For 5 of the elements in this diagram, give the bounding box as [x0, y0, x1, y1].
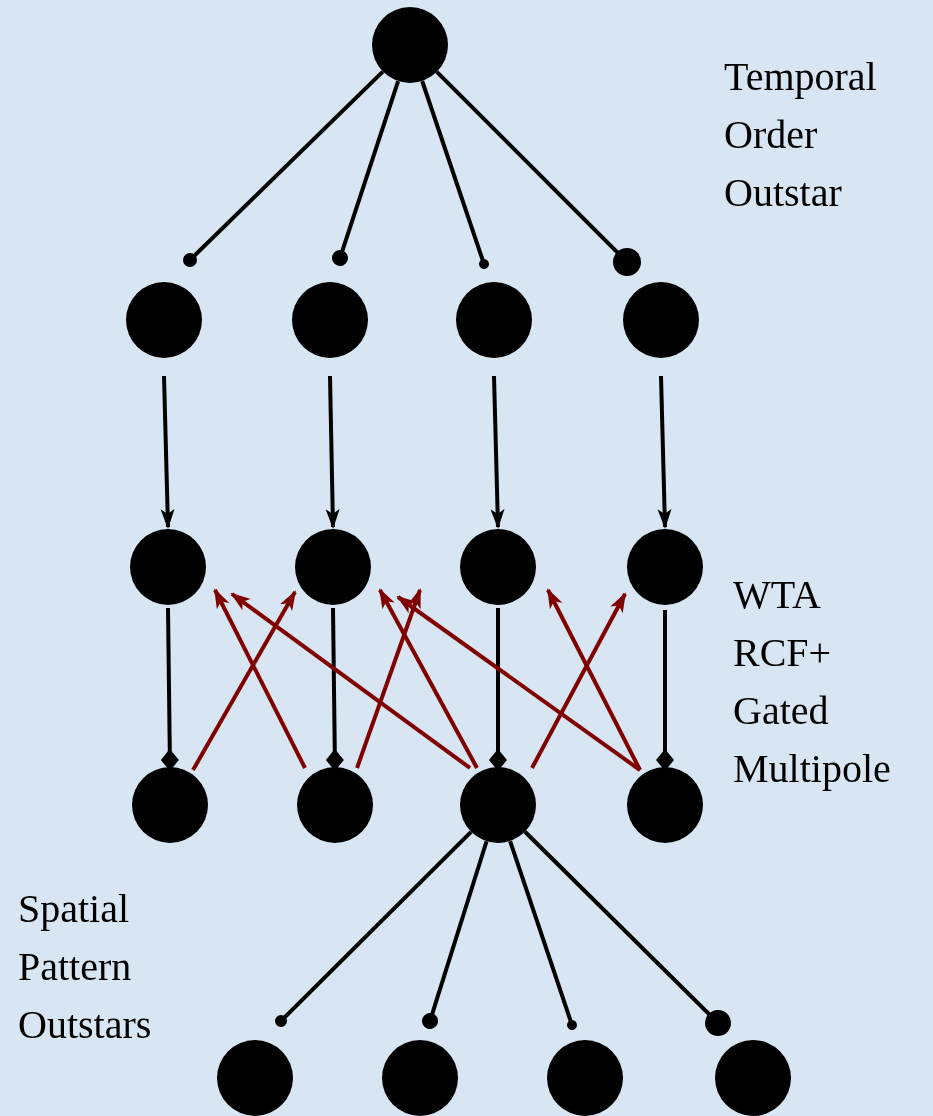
layer-label: WTA RCF+ Gated Multipole	[733, 571, 892, 793]
neuron-node	[372, 7, 448, 83]
layer-label: Temporal Order Outstar	[724, 53, 878, 217]
neuron-node	[460, 767, 536, 843]
layer-label: Spatial Pattern Outstars	[18, 885, 153, 1049]
